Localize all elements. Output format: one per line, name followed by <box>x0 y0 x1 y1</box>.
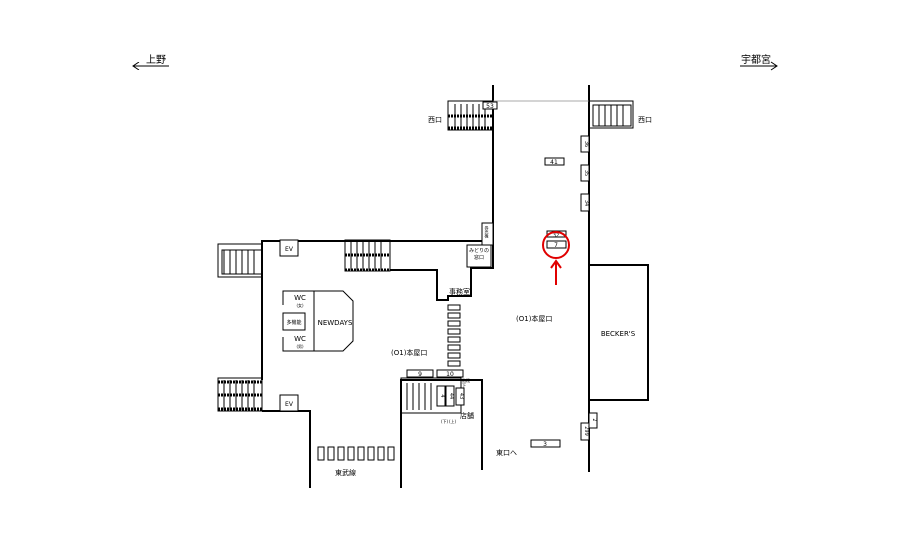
newdays-label: NEWDAYS <box>318 319 353 327</box>
board-53-label: 53 <box>486 103 494 110</box>
stairs-west-left <box>447 100 494 131</box>
stairs-center <box>344 239 391 272</box>
tobu-gates <box>317 446 395 461</box>
stairs-west-right <box>588 100 634 129</box>
tobu-line-label: 東武線 <box>335 468 356 477</box>
wc-female-sub: (女) <box>296 302 304 308</box>
board-32-label: 32 <box>553 233 559 239</box>
board-32 <box>546 230 567 238</box>
board-9-label: 9 <box>418 371 422 378</box>
up-label: (上) <box>449 418 457 424</box>
stair-under-label: 階段下 <box>462 378 470 388</box>
board-41-label: 41 <box>550 159 558 166</box>
stairs-left-upper <box>217 243 263 278</box>
ticket-machine-label: 券売機 <box>485 225 490 239</box>
ad-boards: 53 36 41 35 34 32 7 9 10 4 44 43 3 2 299 <box>406 101 598 448</box>
highlight-arrow-icon <box>550 259 562 285</box>
board-34-label: 34 <box>583 200 589 206</box>
main-exit-upper-label: (O1)本屋口 <box>516 314 552 323</box>
board-35-label: 35 <box>583 170 589 176</box>
west-exit-left-label: 西口 <box>428 116 442 124</box>
board-36-label: 36 <box>583 141 589 147</box>
board-4 <box>436 385 446 407</box>
stairs-left-lower <box>217 377 263 412</box>
board-34 <box>580 193 590 212</box>
board-9 <box>406 369 434 378</box>
ev-top-label: EV <box>285 246 294 253</box>
direction-right-label: 宇都宮 <box>741 53 771 66</box>
direction-ueno: 上野 <box>133 54 169 66</box>
board-10-label: 10 <box>446 371 454 378</box>
ev-bottom-label: EV <box>285 401 294 408</box>
highlight-circle <box>542 231 570 259</box>
board-44 <box>445 385 455 407</box>
passage-steps <box>447 304 461 367</box>
main-exit-lower-label: (O1)本屋口 <box>391 348 427 357</box>
midori-label: みどりの窓口 <box>468 248 489 261</box>
wc-female-label: WC <box>294 294 306 302</box>
down-label: (下) <box>441 419 449 424</box>
board-2 <box>588 412 598 429</box>
west-exit-right-label: 西口 <box>638 116 652 124</box>
shop-label: 店舗 <box>460 411 474 420</box>
board-3 <box>530 439 561 448</box>
board-41 <box>544 157 565 166</box>
board-53 <box>482 101 498 110</box>
east-exit-label: 東口へ <box>496 448 517 457</box>
board-44-label: 44 <box>448 393 454 399</box>
elevator-top <box>279 239 299 257</box>
board-7-label: 7 <box>554 242 558 249</box>
direction-left-label: 上野 <box>146 54 166 66</box>
board-7 <box>546 240 567 249</box>
board-36 <box>580 135 590 153</box>
board-299 <box>580 422 590 441</box>
direction-utsunomiya: 宇都宮 <box>740 53 778 71</box>
board-43-label: 43 <box>458 393 464 399</box>
multipurpose-toilet-label: 多機能 <box>286 319 301 326</box>
wc-male-sub: (男) <box>296 344 304 349</box>
midori-window <box>466 244 492 268</box>
board-299-label: 299 <box>583 426 589 436</box>
board-43 <box>455 387 465 406</box>
board-10 <box>436 369 464 378</box>
office-label: 事務室 <box>449 287 470 296</box>
board-2-label: 2 <box>591 418 597 421</box>
wc-male-label: WC <box>294 335 306 343</box>
elevator-bottom <box>279 394 299 412</box>
beckers-shop <box>588 264 649 401</box>
board-4-label: 4 <box>439 394 445 397</box>
board-35 <box>580 164 590 182</box>
beckers-label: BECKER'S <box>601 330 636 338</box>
board-3-label: 3 <box>543 441 547 448</box>
newdays-block: WC (女) 多機能 WC (男) NEWDAYS <box>282 290 354 352</box>
